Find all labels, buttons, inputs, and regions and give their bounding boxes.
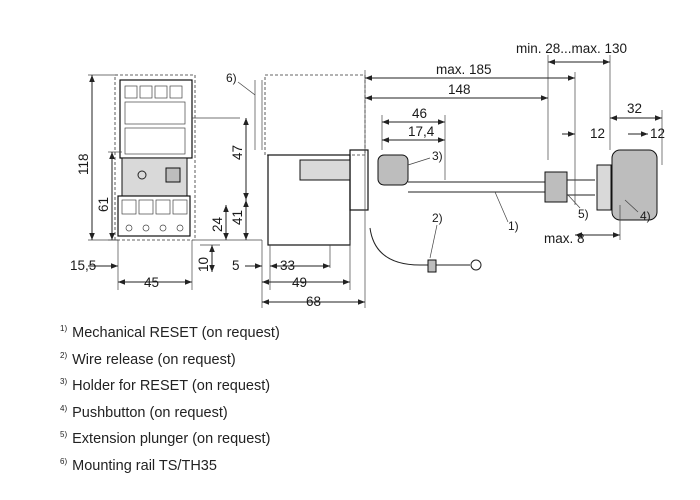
- legend-mark: 4): [60, 403, 68, 413]
- bottom-dimensions: [88, 240, 365, 305]
- legend-item: 1) Mechanical RESET (on request): [60, 318, 280, 345]
- legend-text: Mechanical RESET (on request): [72, 325, 280, 341]
- dim-15-5: 15,5: [70, 258, 96, 273]
- front-view: [88, 74, 240, 241]
- dim-32: 32: [627, 101, 642, 116]
- dim-12-a: 12: [590, 126, 605, 141]
- dim-max-185: max. 185: [436, 62, 492, 77]
- legend-text: Extension plunger (on request): [72, 431, 271, 447]
- dim-148: 148: [448, 82, 471, 97]
- dim-46: 46: [412, 106, 427, 121]
- dim-10: 10: [196, 257, 211, 272]
- dim-47: 47: [230, 145, 245, 160]
- legend-item: 3) Holder for RESET (on request): [60, 371, 280, 398]
- legend-text: Pushbutton (on request): [72, 404, 228, 421]
- callout-6: 6): [226, 71, 237, 85]
- dim-45: 45: [144, 275, 159, 290]
- callout-3: 3): [432, 149, 443, 163]
- callout-2: 2): [432, 211, 443, 225]
- legend-mark: 2): [60, 350, 68, 360]
- dim-24: 24: [210, 216, 225, 232]
- legend-item: 5) Extension plunger (on request): [60, 424, 280, 451]
- top-dimensions: [365, 55, 663, 240]
- dim-max-8: max. 8: [544, 231, 585, 246]
- dim-41: 41: [230, 210, 245, 225]
- callout-1: 1): [508, 219, 519, 233]
- dim-118: 118: [76, 153, 91, 175]
- callout-4: 4): [640, 209, 651, 223]
- left-dimensions: [89, 75, 262, 272]
- dim-17-4: 17,4: [408, 124, 435, 139]
- legend-mark: 3): [60, 377, 68, 386]
- legend-mark: 1): [60, 324, 68, 333]
- side-view: [254, 70, 658, 308]
- dim-61: 61: [96, 197, 111, 212]
- dim-min-max-range: min. 28...max. 130: [516, 41, 627, 56]
- legend-text: Mounting rail TS/TH35: [72, 457, 217, 474]
- legend-item: 4) Pushbutton (on request): [60, 398, 280, 425]
- dim-12-b: 12: [650, 126, 665, 141]
- legend-mark: 6): [60, 456, 68, 466]
- legend-item: 2) Wire release (on request): [60, 345, 280, 372]
- legend-text: Wire release (on request): [72, 351, 236, 368]
- legend-text: Holder for RESET (on request): [72, 378, 271, 394]
- footnote-legend: 1) Mechanical RESET (on request) 2) Wire r…: [60, 318, 280, 477]
- dim-68: 68: [306, 294, 321, 309]
- dim-5: 5: [232, 258, 240, 273]
- dim-33: 33: [280, 258, 295, 273]
- callout-5: 5): [578, 207, 589, 221]
- callout-leaders: [237, 81, 639, 259]
- legend-mark: 5): [60, 430, 68, 439]
- dim-49: 49: [292, 275, 307, 290]
- legend-item: 6) Mounting rail TS/TH35: [60, 451, 280, 478]
